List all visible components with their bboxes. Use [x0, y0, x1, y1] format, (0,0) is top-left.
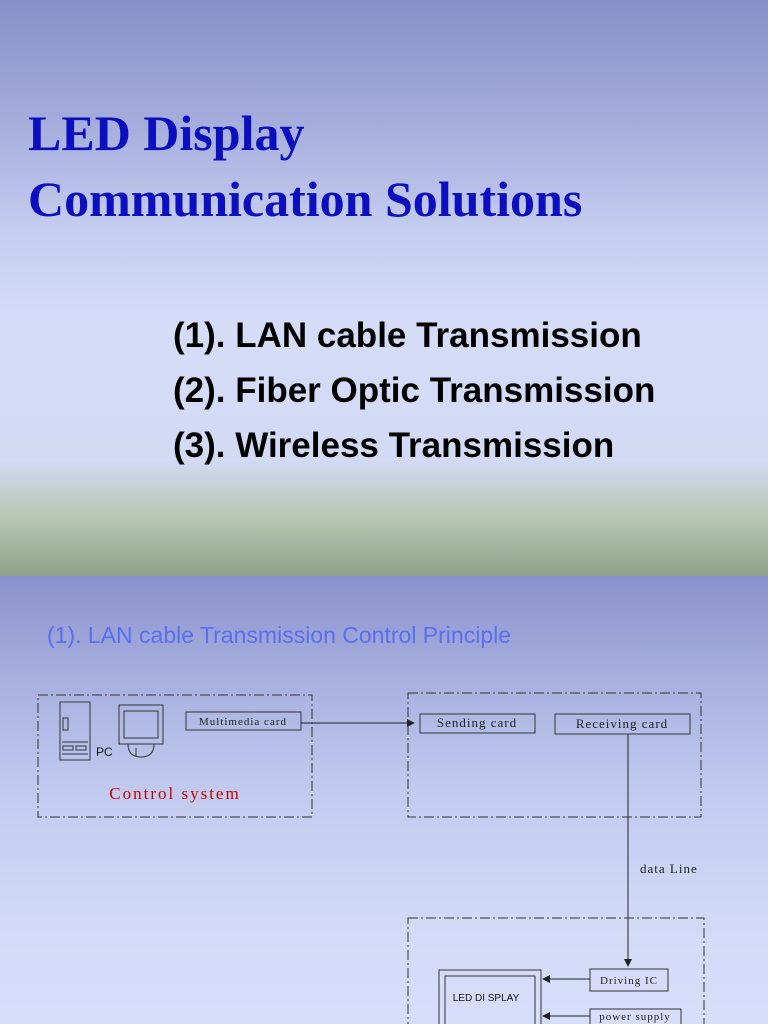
list-item: (2). Fiber Optic Transmission — [173, 371, 656, 410]
display-group — [407, 917, 705, 1024]
receiving-card-label: Receiving card — [576, 716, 668, 731]
driving-ic-box — [589, 968, 669, 992]
slide-1: LED Display Communication Solutions (1).… — [0, 0, 768, 576]
sending-card-box — [419, 713, 536, 734]
receiving-card-box — [554, 713, 691, 735]
monitor-icon — [118, 704, 164, 758]
control-principle-diagram: PC Multimedia card Control system Sendin… — [37, 692, 705, 1024]
slide-title: LED Display Communication Solutions — [28, 100, 582, 232]
list-item: (1). LAN cable Transmission — [173, 316, 642, 355]
data-line-label: data Line — [640, 861, 698, 876]
power-supply-label: power supply — [599, 1011, 671, 1023]
title-line-2: Communication Solutions — [28, 171, 583, 227]
pc-tower-icon — [59, 701, 91, 761]
card-group — [407, 692, 702, 818]
multimedia-card-box — [185, 711, 302, 731]
led-display-label: LED DI SPLAY — [453, 993, 520, 1004]
led-display-inner — [444, 975, 536, 1024]
pc-label: PC — [96, 745, 113, 759]
driving-ic-label: Driving IC — [600, 975, 658, 987]
led-display-outer — [438, 969, 542, 1024]
multimedia-card-label: Multimedia card — [199, 716, 287, 728]
control-system-label: Control system — [109, 784, 240, 803]
list-item: (3). Wireless Transmission — [173, 426, 615, 465]
slide-2: (1). LAN cable Transmission Control Prin… — [0, 576, 768, 1024]
power-supply-box — [589, 1008, 682, 1024]
title-line-1: LED Display — [28, 105, 305, 161]
sending-card-label: Sending card — [437, 715, 517, 730]
transmission-list: (1). LAN cable Transmission (2). Fiber O… — [173, 308, 655, 473]
section-title: (1). LAN cable Transmission Control Prin… — [47, 622, 512, 648]
